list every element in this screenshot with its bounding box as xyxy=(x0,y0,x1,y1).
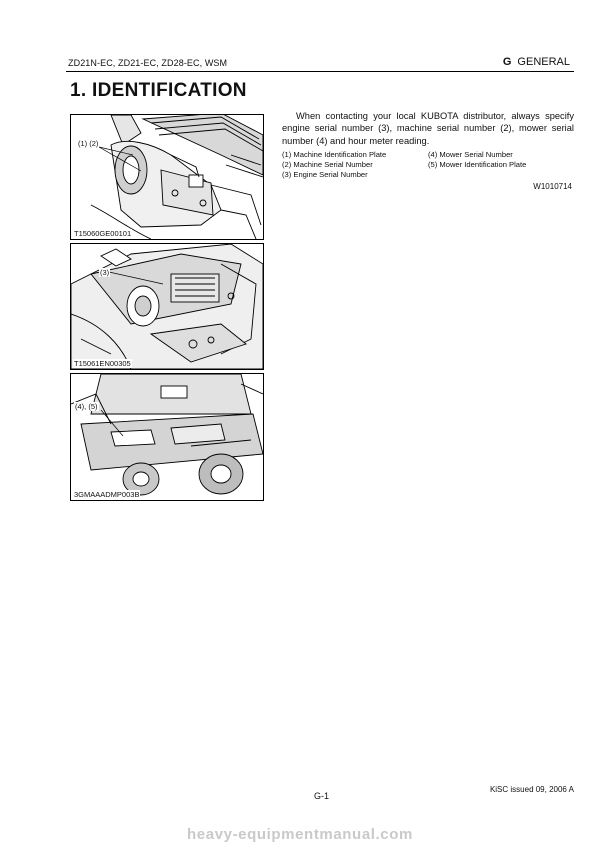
document-models: ZD21N-EC, ZD21-EC, ZD28-EC, WSM xyxy=(68,58,228,68)
reference-code: W1010714 xyxy=(533,182,572,191)
callout-label: (1) (2) xyxy=(77,139,100,148)
figure-mower-plate: (4), (5) 3GMAAADMP003B xyxy=(70,373,264,501)
header-rule xyxy=(66,71,574,72)
mower-illustration xyxy=(71,374,263,496)
machine-illustration xyxy=(90,115,263,239)
legend-item: (2) Machine Serial Number xyxy=(282,160,373,169)
intro-paragraph: When contacting your local KUBOTA distri… xyxy=(282,111,574,146)
legend-item: (1) Machine Identification Plate xyxy=(282,150,387,159)
section-header: G GENERAL xyxy=(503,56,570,68)
callout-label: (4), (5) xyxy=(74,402,99,411)
figure-code: T15060GE00101 xyxy=(73,229,133,238)
issue-note: KiSC issued 09, 2006 A xyxy=(489,785,574,794)
engine-illustration xyxy=(71,244,263,369)
section-name: GENERAL xyxy=(517,56,570,68)
figure-machine-plate: (1) (2) T15060GE00101 xyxy=(70,114,264,240)
legend-column-right: (4) Mower Serial Number (5) Mower Identi… xyxy=(428,150,526,170)
callout-label: (3) xyxy=(99,268,111,277)
figure-engine-serial: (3) T15061EN00305 xyxy=(70,243,264,370)
legend-item: (5) Mower Identification Plate xyxy=(428,160,527,169)
watermark: heavy-equipmentmanual.com xyxy=(187,826,413,843)
figure-code: 3GMAAADMP003B xyxy=(73,490,141,499)
legend-column-left: (1) Machine Identification Plate (2) Mac… xyxy=(282,150,386,180)
legend-item: (3) Engine Serial Number xyxy=(282,170,368,179)
page-title: 1. IDENTIFICATION xyxy=(70,80,247,101)
page-number: G-1 xyxy=(314,791,330,801)
legend-item: (4) Mower Serial Number xyxy=(428,150,513,159)
figure-code: T15061EN00305 xyxy=(73,359,132,368)
section-letter: G xyxy=(502,56,512,68)
